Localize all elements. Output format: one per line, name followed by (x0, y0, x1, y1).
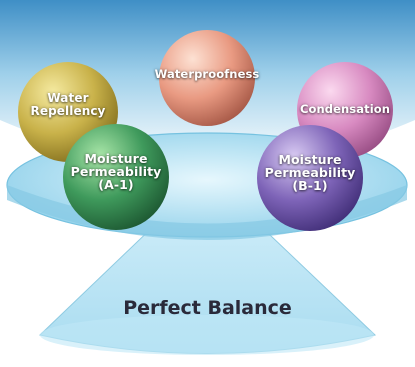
perfect-balance-caption: Perfect Balance (123, 297, 292, 319)
waterproofness-label: Waterproofness (154, 67, 260, 81)
cone-base-ellipse (40, 315, 374, 355)
waterproofness-sphere (159, 30, 255, 126)
condensation-label: Condensation (299, 102, 391, 116)
moisture-permeability-b1-sphere (257, 125, 363, 231)
water-repellency-label: Water Repellency (30, 91, 106, 118)
moisture-permeability-b1-label: Moisture Permeability (B-1) (264, 152, 356, 194)
moisture-permeability-a1-label: Moisture Permeability (A-1) (70, 151, 162, 193)
moisture-permeability-a1-sphere (63, 124, 169, 230)
